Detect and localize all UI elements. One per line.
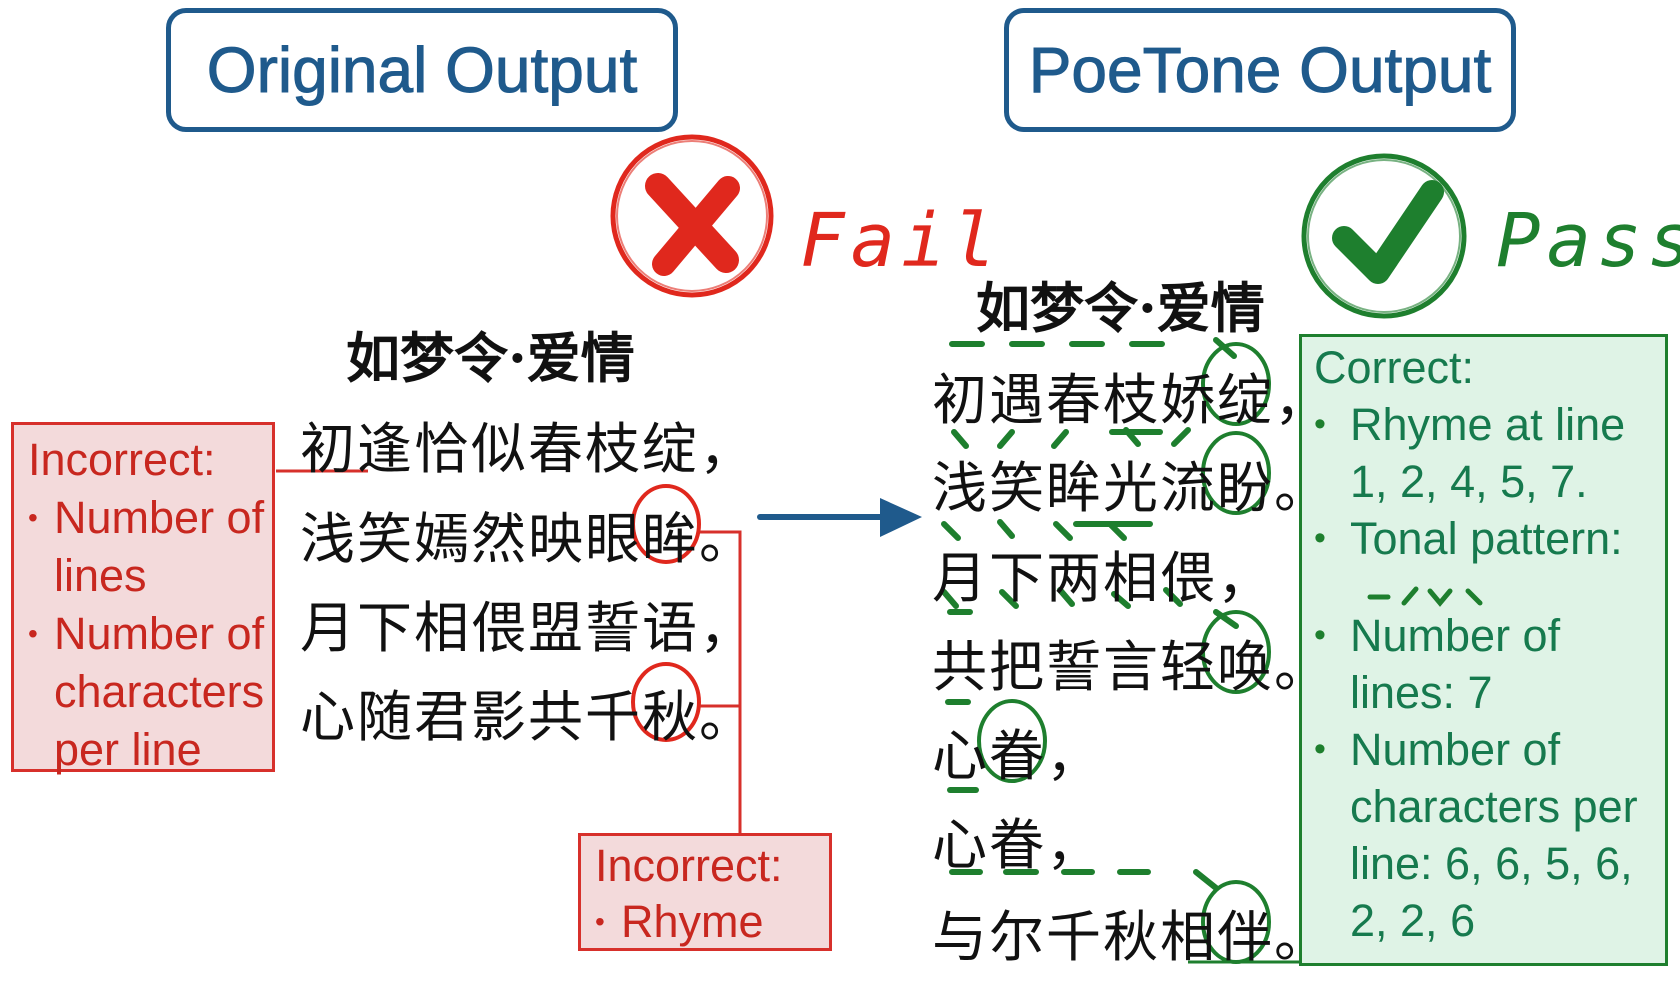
cross-mark-icon [610, 134, 774, 298]
original-output-title: Original Output [166, 8, 678, 132]
original-poem-line: 浅笑嫣然映眼眸。 [300, 507, 757, 571]
fail-label: Fail [800, 198, 1003, 284]
incorrect-rhyme-box: Incorrect: Rhyme [578, 833, 832, 951]
poetone-poem-line: 心眷， [932, 724, 1104, 788]
rhyme-connector [276, 469, 742, 833]
poetone-poem-line: 月下两相偎， [932, 546, 1275, 610]
correct-item: Number of characters per line: 6, 6, 5, … [1314, 721, 1657, 949]
incorrect-item: Number of lines [28, 489, 266, 605]
poetone-poem-line: 共把誓言轻唤。 [932, 635, 1332, 699]
original-rhyme-marks [631, 484, 701, 742]
original-poem-line: 心随君影共千秋。 [300, 685, 757, 749]
poetone-poem-line: 心眷， [932, 813, 1104, 877]
transform-arrow [757, 498, 922, 537]
correct-item: Number of lines: 7 [1314, 607, 1657, 721]
tonal-pattern-icon [1367, 586, 1483, 607]
check-mark-icon [1301, 153, 1467, 319]
poetone-poem-title: 如梦令·爱情 [976, 276, 1265, 340]
correct-item: Tonal pattern: [1314, 510, 1657, 567]
tonal-pattern-sample [1314, 567, 1657, 607]
poetone-poem-line: 初遇春枝娇绽， [932, 368, 1332, 432]
original-poem-title: 如梦令·爱情 [346, 326, 635, 390]
poetone-poem-line: 浅笑眸光流盼。 [932, 456, 1332, 520]
poetone-poem-line: 与尔千秋相伴。 [932, 905, 1332, 969]
correct-item: Rhyme at line 1, 2, 4, 5, 7. [1314, 396, 1657, 510]
pass-label: Pass [1496, 198, 1680, 284]
poetone-output-title: PoeTone Output [1004, 8, 1516, 132]
incorrect-item: Rhyme [595, 894, 823, 950]
incorrect-heading: Incorrect: [595, 840, 783, 891]
tonal-pattern-marks [941, 337, 1239, 891]
original-poem-line: 月下相偎盟誓语， [300, 596, 757, 660]
correct-box: Correct: Rhyme at line 1, 2, 4, 5, 7. To… [1299, 334, 1668, 966]
original-poem-line: 初逢恰似春枝绽， [300, 417, 757, 481]
correct-heading: Correct: [1314, 342, 1475, 393]
incorrect-item: Number of characters per line [28, 605, 266, 779]
incorrect-structure-box: Incorrect: Number of lines Number of cha… [11, 422, 275, 775]
incorrect-heading: Incorrect: [28, 434, 216, 485]
